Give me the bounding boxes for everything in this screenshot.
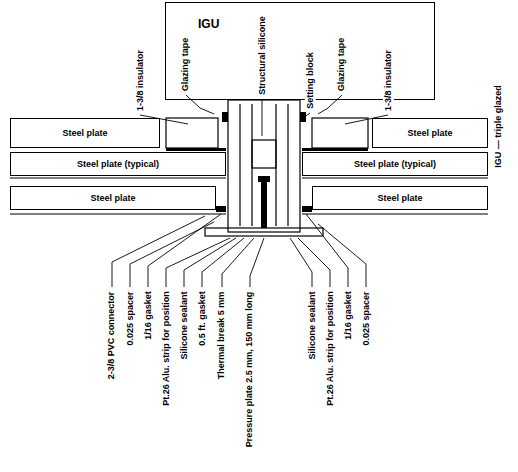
mullion-body: [228, 100, 300, 232]
part-name: Steel plate: [375, 193, 424, 203]
plate-line: [10, 177, 226, 178]
callout-label: 1/16 gasket: [142, 290, 153, 341]
callout-label: 1-3/8 insulator: [383, 49, 394, 112]
mullion-web: [239, 104, 240, 226]
glazing-unit-box: IGU: [165, 2, 435, 100]
insulator-block: [166, 118, 218, 148]
plate-band: Steel plate: [10, 186, 216, 210]
callout-label: Glazing tape: [336, 36, 347, 92]
leader-line: [298, 238, 330, 287]
gasket: [222, 112, 228, 122]
callout-label: Pt.26 Alu. strip for position: [160, 290, 171, 407]
plate-band: Steel plate: [10, 118, 160, 148]
callout-label: Silicone sealant: [307, 290, 318, 360]
leader-line: [300, 113, 310, 120]
plate-line: [10, 213, 226, 214]
leader-line: [130, 222, 214, 287]
part-name: Steel plate: [60, 128, 109, 138]
gasket: [302, 148, 368, 151]
plate-line: [302, 177, 488, 178]
callout-label: 0.5 ft. gasket: [196, 290, 207, 347]
leader-line: [318, 224, 366, 287]
leader-line: [318, 95, 342, 114]
leader-line: [290, 238, 312, 287]
callout-label: IGU — triple glazed: [492, 84, 503, 169]
part-name: IGU: [196, 17, 221, 31]
callout-label: 2-3/8 PVC connector: [106, 290, 117, 380]
leader-line: [222, 238, 254, 287]
leader-line: [186, 95, 214, 114]
leader-line: [166, 238, 230, 287]
plate-line: [302, 213, 488, 214]
callout-label: Thermal break 5 mm: [216, 290, 227, 380]
callout-label: Setting block: [304, 51, 315, 110]
thermal-break: [252, 140, 276, 168]
plate-band: Steel plate: [372, 118, 488, 148]
part-name: Steel plate: [88, 193, 137, 203]
callout-label: 0.025 spacer: [125, 290, 136, 346]
leader-line: [202, 238, 244, 287]
gasket: [166, 148, 226, 151]
part-name: Steel plate (typical): [75, 159, 161, 169]
leader-line: [148, 214, 221, 287]
leader-line: [112, 216, 205, 287]
callout-label: Silicone sealant: [179, 290, 190, 360]
part-name: Steel plate: [405, 128, 454, 138]
plate-band: Steel plate (typical): [10, 152, 226, 176]
fastener: [261, 182, 267, 228]
leader-line: [184, 238, 236, 287]
fastener: [258, 176, 270, 182]
mullion-web: [287, 104, 288, 226]
callout-label: Structural silicone: [256, 15, 267, 96]
callout-label: 1-3/8 insulator: [135, 49, 146, 112]
part-name: Steel plate (typical): [352, 159, 438, 169]
gasket: [216, 206, 226, 212]
pressure-plate: [205, 228, 323, 236]
callout-label: 1/16 gasket: [342, 290, 353, 341]
gasket: [302, 206, 312, 212]
gasket: [300, 112, 306, 122]
callout-label: Pressure plate 2.5 mm, 150 mm long: [244, 290, 255, 448]
callout-label: Glazing tape: [180, 36, 191, 92]
callout-label: Pt.26 Alu. strip for position: [324, 290, 335, 407]
leader-line: [262, 99, 263, 136]
leader-line: [306, 214, 348, 287]
leader-line: [250, 238, 264, 287]
callout-label: 0.025 spacer: [361, 290, 372, 346]
plate-band: Steel plate (typical): [302, 152, 488, 176]
plate-band: Steel plate: [312, 186, 488, 210]
insulator-block: [312, 118, 368, 148]
